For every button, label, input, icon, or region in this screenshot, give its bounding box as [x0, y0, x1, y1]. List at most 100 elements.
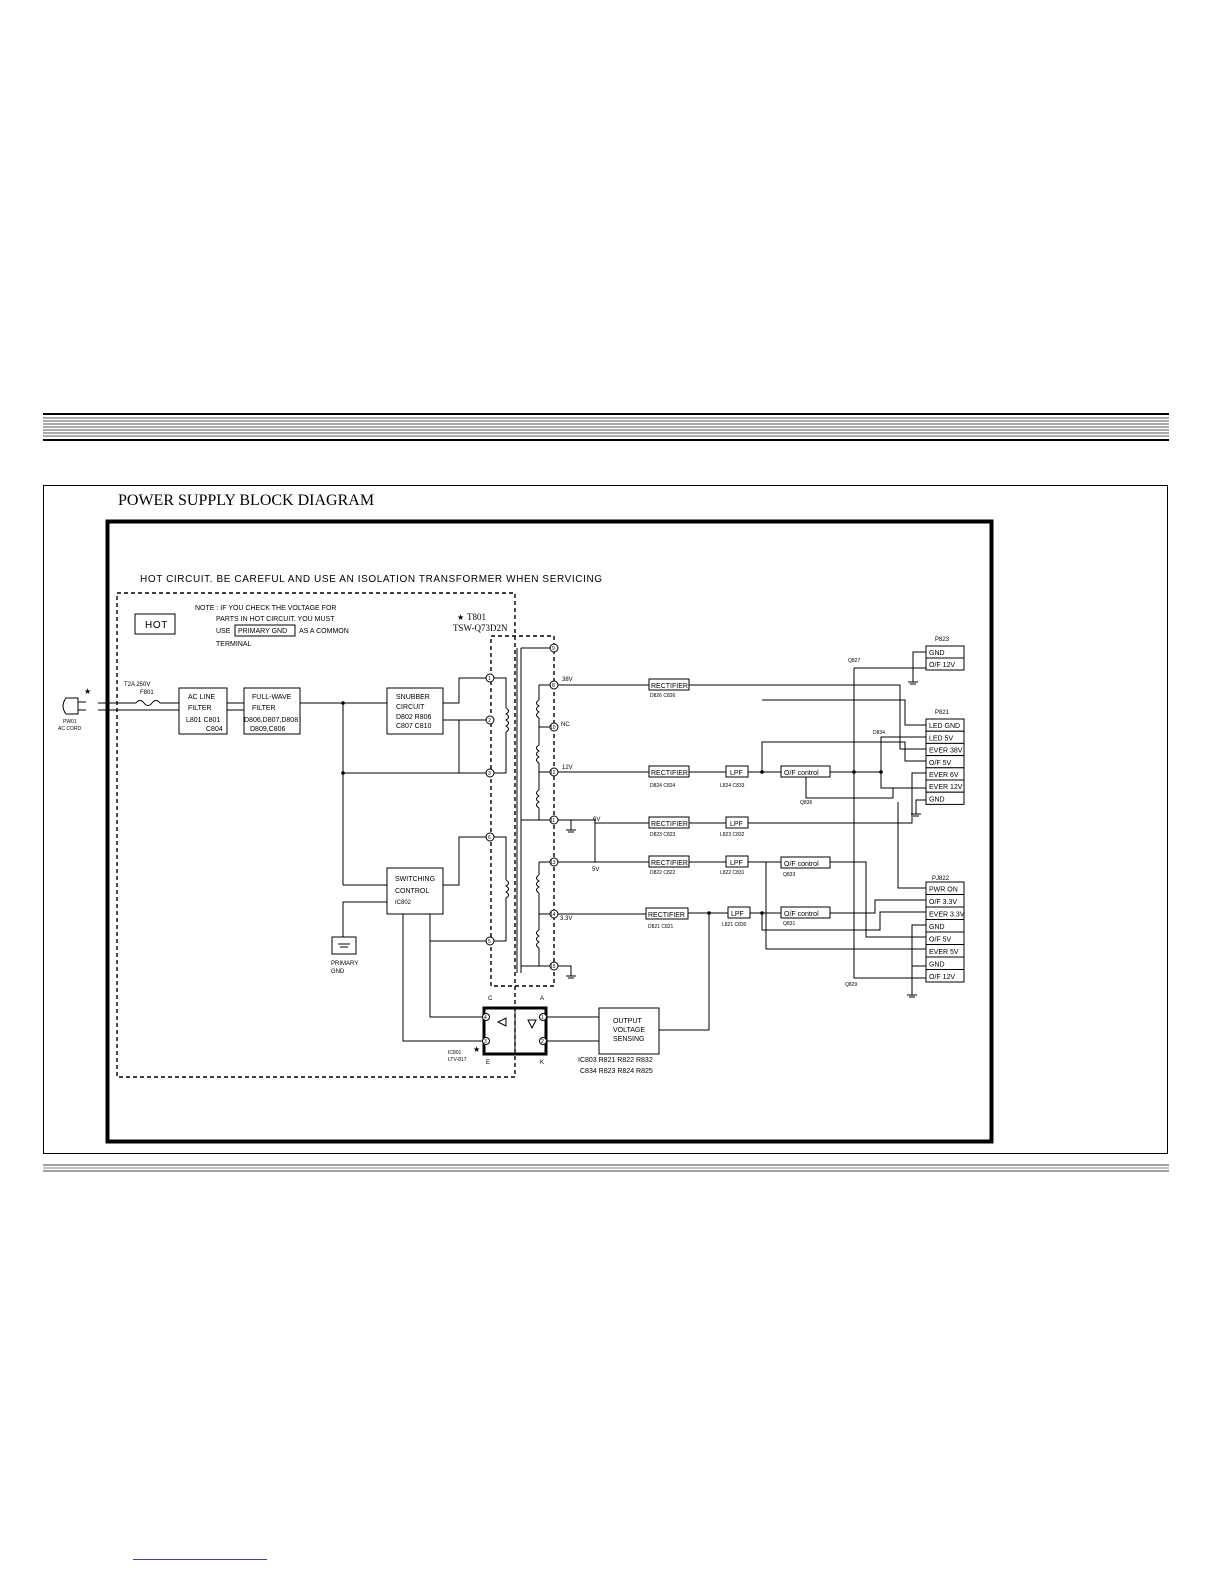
- transformer-star: ★: [457, 613, 464, 622]
- svg-text:RECTIFIER: RECTIFIER: [651, 683, 688, 690]
- connector-p822-pin-label: PWR ON: [929, 887, 958, 894]
- switching-line-2: CONTROL: [395, 888, 429, 895]
- rail-5v-label: 5V: [592, 867, 599, 873]
- schematic-border: [105, 519, 994, 1144]
- led-icon: [527, 1019, 537, 1030]
- switching-control-block: [386, 867, 444, 915]
- plug-label: AC CORD: [58, 726, 81, 732]
- opto-id: IC801: [448, 1050, 462, 1056]
- connector-p822-pin-box: [925, 969, 965, 983]
- svg-text:10: 10: [550, 725, 556, 731]
- svg-text:D821 C821: D821 C821: [648, 924, 674, 930]
- svg-text:L823 C832: L823 C832: [720, 832, 745, 838]
- snubber-line-2: CIRCUIT: [396, 704, 425, 711]
- snubber-line-1: SNUBBER: [396, 694, 430, 701]
- ac-filter-line-2: FILTER: [188, 705, 212, 712]
- svg-text:13: 13: [550, 860, 556, 866]
- svg-text:11: 11: [550, 818, 555, 824]
- svg-text:D823 C823: D823 C823: [650, 832, 676, 838]
- switching-line-1: SWITCHING: [395, 876, 435, 883]
- full-wave-filter-block: [243, 687, 301, 735]
- svg-text:D822 C822: D822 C822: [650, 870, 676, 876]
- svg-text:PJ822: PJ822: [932, 876, 950, 882]
- hot-circuit-warning: HOT CIRCUIT. BE CAREFUL AND USE AN ISOLA…: [140, 574, 603, 585]
- snubber-line-4: C807 C810: [396, 723, 432, 730]
- connector-p822-pin-label: GND: [929, 924, 945, 931]
- footer-link-underline[interactable]: [133, 1559, 267, 1560]
- transformer-secondary-pins: 9 8 10 12 11 13 14 15: [549, 643, 559, 971]
- q834-label: D834: [873, 730, 885, 736]
- ac-filter-line-1: AC LINE: [188, 694, 216, 701]
- connector-p822-pin-label: EVER 5V: [929, 949, 959, 956]
- rail-6v-label: 6V: [593, 817, 600, 823]
- ac-filter-line-3: L801 C801: [186, 717, 220, 724]
- svg-text:LPF: LPF: [730, 821, 743, 828]
- ac-filter-line-4: C804: [206, 726, 223, 733]
- sensing-line-2: VOLTAGE: [613, 1027, 645, 1034]
- svg-text:5: 5: [488, 939, 491, 945]
- svg-text:O/F control: O/F control: [784, 770, 819, 777]
- switching-line-3: IC802: [395, 900, 412, 906]
- primary-gnd-line-2: GND: [331, 969, 345, 975]
- svg-text:RECTIFIER: RECTIFIER: [651, 860, 688, 867]
- svg-text:L822 C831: L822 C831: [720, 870, 745, 876]
- primary-gnd-symbol: [331, 936, 357, 955]
- opto-part: LTV-817: [448, 1057, 467, 1063]
- svg-text:LPF: LPF: [731, 911, 744, 918]
- svg-text:2: 2: [488, 718, 491, 724]
- svg-text:P821: P821: [935, 710, 950, 716]
- svg-text:12: 12: [550, 770, 556, 776]
- q829-label: Q829: [845, 982, 857, 988]
- header-rule-band: [43, 413, 1169, 443]
- svg-text:LPF: LPF: [730, 770, 743, 777]
- connector-p821-pin-label: EVER 6V: [929, 772, 959, 779]
- diagram-title: POWER SUPPLY BLOCK DIAGRAM: [118, 492, 375, 509]
- phototransistor-icon: [496, 1017, 507, 1027]
- fullwave-line-1: FULL-WAVE: [252, 694, 292, 701]
- snubber-line-3: D802 R806: [396, 714, 432, 721]
- output-voltage-sensing-block: [598, 1007, 660, 1055]
- sensing-line-1: OUTPUT: [613, 1018, 643, 1025]
- transformer-boundary: [490, 635, 555, 987]
- svg-text:Q831: Q831: [783, 921, 795, 927]
- footer-rule-band: [43, 1164, 1169, 1172]
- connector-p823-pin-label: GND: [929, 650, 945, 657]
- transformer-part: TSW-Q73D2N: [453, 623, 508, 633]
- svg-text:RECTIFIER: RECTIFIER: [651, 821, 688, 828]
- svg-text:14: 14: [550, 912, 556, 918]
- connector-p821-pin-label: EVER 12V: [929, 784, 963, 791]
- fullwave-line-2: FILTER: [252, 705, 276, 712]
- transformer-id: T801: [467, 612, 486, 622]
- note-common: AS A COMMON: [299, 628, 349, 635]
- sensing-parts-2: C834 R823 R824 R825: [580, 1068, 653, 1075]
- svg-text:4: 4: [484, 1015, 487, 1021]
- note-line-1: NOTE : IF YOU CHECK THE VOLTAGE FOR: [195, 605, 336, 612]
- svg-text:3: 3: [488, 771, 491, 777]
- connector-p822-pin-label: EVER 3.3V: [929, 912, 965, 919]
- connector-p822-pin-label: O/F 5V: [929, 937, 952, 944]
- svg-text:RECTIFIER: RECTIFIER: [651, 770, 688, 777]
- fullwave-line-4: D809,C806: [250, 726, 286, 733]
- svg-text:D824 C824: D824 C824: [650, 783, 676, 789]
- hot-label-box: [134, 613, 176, 635]
- primary-gnd-note-box: [234, 624, 296, 637]
- connector-p822-pin-label: O/F 12V: [929, 974, 955, 981]
- fuse-id: F801: [140, 690, 154, 696]
- transformer-primary-pins: 1 2 3 6 5: [485, 673, 495, 946]
- connector-p821-pin-label: LED GND: [929, 723, 960, 730]
- primary-winding-icon: [505, 707, 509, 733]
- svg-text:Q836: Q836: [800, 800, 812, 806]
- svg-text:2: 2: [541, 1039, 544, 1045]
- note-line-2: PARTS IN HOT CIRCUIT. YOU MUST: [216, 616, 335, 623]
- plug-id: PW01: [63, 719, 77, 725]
- hot-region-boundary: [116, 592, 516, 1078]
- optocoupler-pins: 4 3 1 2: [482, 1013, 547, 1045]
- note-line-4: TERMINAL: [216, 641, 252, 648]
- connector-p823-pin-label: O/F 12V: [929, 662, 955, 669]
- hot-label: HOT: [145, 620, 168, 631]
- svg-text:Q833: Q833: [783, 872, 795, 878]
- svg-text:1: 1: [541, 1015, 544, 1021]
- svg-text:3: 3: [484, 1039, 487, 1045]
- snubber-circuit-block: [386, 687, 444, 735]
